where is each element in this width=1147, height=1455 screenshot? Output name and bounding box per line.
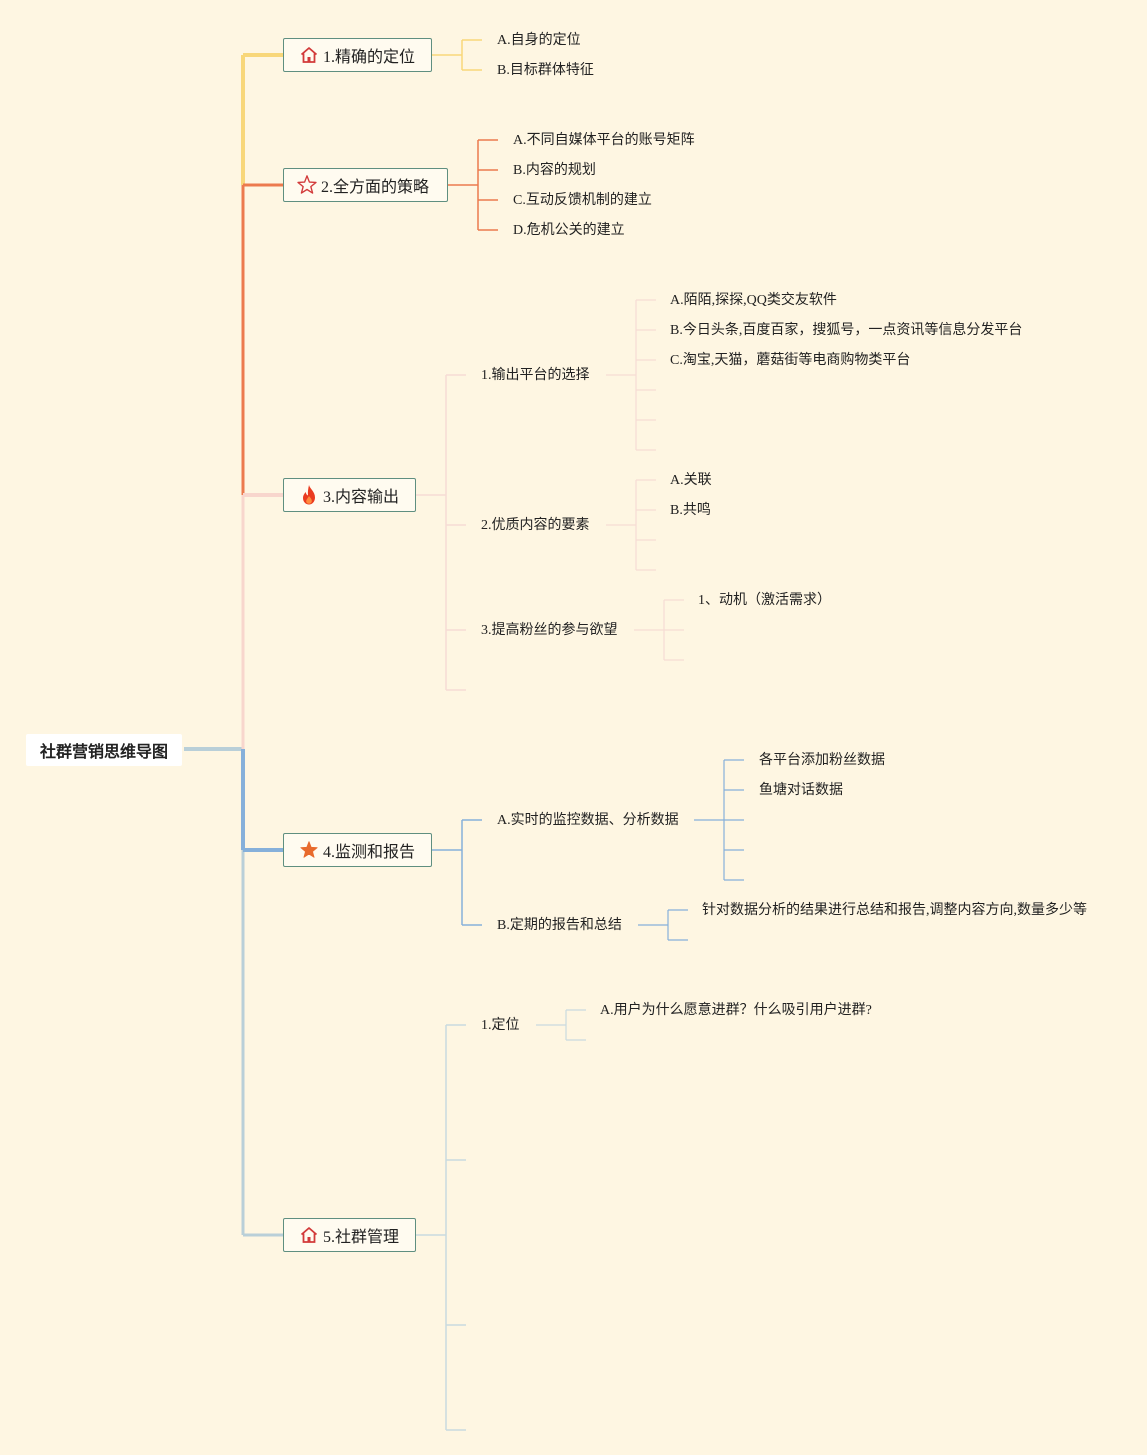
house-icon <box>298 1224 320 1246</box>
leaf-dialog-data[interactable]: 鱼塘对话数据 <box>759 783 843 798</box>
leaf-report-summary[interactable]: 针对数据分析的结果进行总结和报告,调整内容方向,数量多少等 <box>702 903 1087 918</box>
subtopic-realtime-monitoring[interactable]: A.实时的监控数据、分析数据 <box>497 813 679 828</box>
topic-monitoring-reporting[interactable]: 4.监测和报告 <box>283 833 432 867</box>
topic-label: 1.精确的定位 <box>323 49 416 66</box>
leaf-relevance[interactable]: A.关联 <box>670 473 712 488</box>
leaf-fan-data[interactable]: 各平台添加粉丝数据 <box>759 753 885 768</box>
subtopic-crisis-pr[interactable]: D.危机公关的建立 <box>513 223 625 238</box>
subtopic-group-positioning[interactable]: 1.定位 <box>481 1018 520 1033</box>
leaf-ecommerce-platforms[interactable]: C.淘宝,天猫，蘑菇街等电商购物类平台 <box>670 353 911 368</box>
leaf-motivation[interactable]: 1、动机（激活需求） <box>698 593 831 608</box>
topic-label: 4.监测和报告 <box>323 844 416 861</box>
topic-label: 5.社群管理 <box>323 1229 400 1246</box>
subtopic-feedback-mechanism[interactable]: C.互动反馈机制的建立 <box>513 193 652 208</box>
leaf-news-platforms[interactable]: B.今日头条,百度百家，搜狐号，一点资讯等信息分发平台 <box>670 323 1023 338</box>
leaf-social-apps[interactable]: A.陌陌,探探,QQ类交友软件 <box>670 293 837 308</box>
fire-icon <box>298 484 320 506</box>
topic-content-output[interactable]: 3.内容输出 <box>283 478 416 512</box>
topic-precise-positioning[interactable]: 1.精确的定位 <box>283 38 432 72</box>
subtopic-account-matrix[interactable]: A.不同自媒体平台的账号矩阵 <box>513 133 695 148</box>
star-filled-icon <box>298 839 320 861</box>
star-outline-icon <box>296 174 318 196</box>
leaf-why-join[interactable]: A.用户为什么愿意进群？什么吸引用户进群? <box>600 1003 872 1018</box>
topic-label: 3.内容输出 <box>323 489 400 506</box>
subtopic-quality-content[interactable]: 2.优质内容的要素 <box>481 518 590 533</box>
leaf-resonance[interactable]: B.共鸣 <box>670 503 711 518</box>
subtopic-fan-engagement[interactable]: 3.提高粉丝的参与欲望 <box>481 623 618 638</box>
topic-community-management[interactable]: 5.社群管理 <box>283 1218 416 1252</box>
topic-label: 2.全方面的策略 <box>321 179 430 196</box>
subtopic-periodic-report[interactable]: B.定期的报告和总结 <box>497 918 622 933</box>
subtopic-target-group[interactable]: B.目标群体特征 <box>497 63 594 78</box>
subtopic-platform-choice[interactable]: 1.输出平台的选择 <box>481 368 590 383</box>
subtopic-self-positioning[interactable]: A.自身的定位 <box>497 33 581 48</box>
house-icon <box>298 44 320 66</box>
root-topic[interactable]: 社群营销思维导图 <box>26 734 182 766</box>
subtopic-content-plan[interactable]: B.内容的规划 <box>513 163 596 178</box>
topic-all-round-strategy[interactable]: 2.全方面的策略 <box>283 168 448 202</box>
